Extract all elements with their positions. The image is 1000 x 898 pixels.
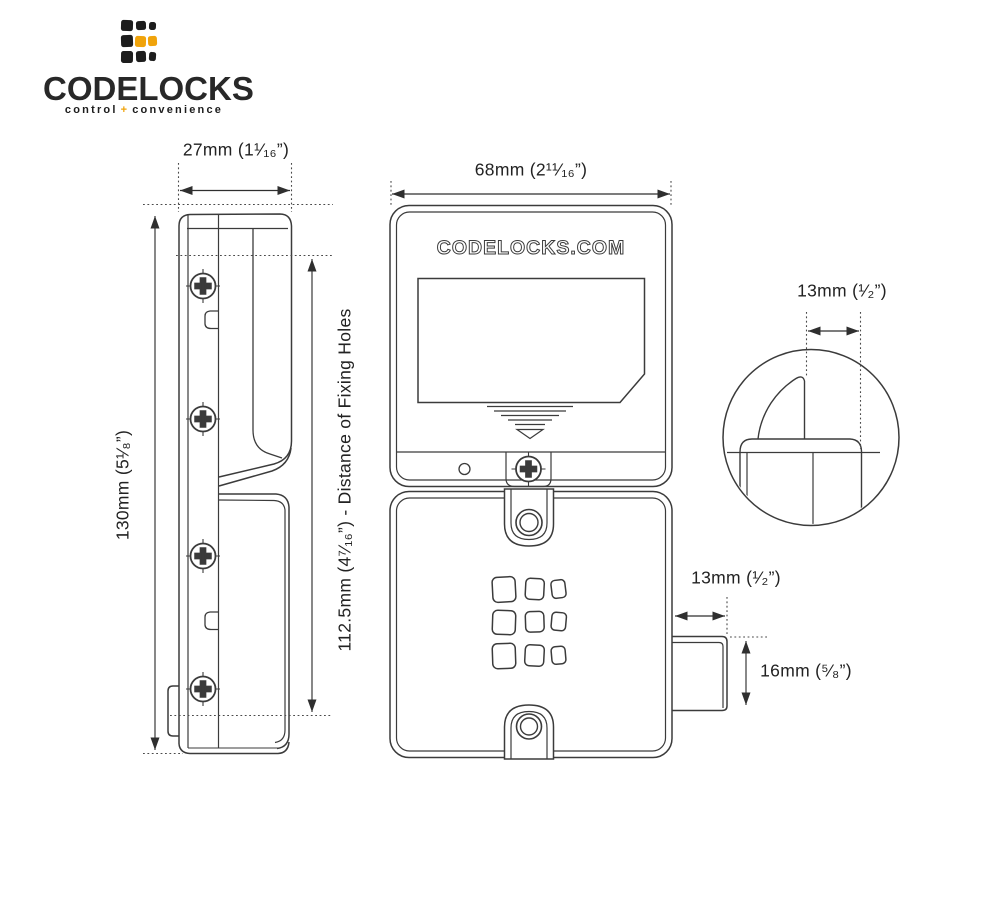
brand-tagline: control+convenience [44, 104, 244, 116]
side-clip [204, 310, 219, 330]
dim-label-front-width: 68mm (2¹¹⁄₁₆”) [474, 159, 588, 180]
side-latch-bolt [167, 685, 179, 737]
tagline-plus: + [120, 104, 130, 116]
brand-name: CODELOCKS [43, 70, 254, 107]
bottom-fixing-hole [515, 713, 543, 740]
keypad-button [523, 643, 546, 668]
dim-label-latch-height: 16mm (⁵⁄₈”) [760, 660, 852, 681]
dim-label-fixing-holes: 112.5mm (4⁷⁄₁₆”) - Distance of Fixing Ho… [334, 308, 355, 652]
keypad-button [550, 645, 567, 665]
dim-label-side-height: 130mm (5¹⁄₈”) [112, 429, 133, 541]
keypad [491, 575, 568, 670]
latch-detail-circle [722, 348, 900, 527]
keypad-button [550, 578, 567, 600]
speaker-chevrons [487, 405, 573, 440]
keypad-button [491, 642, 517, 670]
led-indicator [458, 462, 471, 476]
keypad-button [550, 611, 568, 632]
keypad-button [524, 577, 546, 601]
keypad-button [491, 575, 517, 604]
tagline-left: control [64, 104, 118, 116]
fixing-hole-crosshair [185, 268, 221, 304]
extension-lines [143, 163, 862, 755]
dimension-lines [150, 185, 859, 750]
dim-label-latch-projection: 13mm (¹⁄₂”) [691, 567, 781, 588]
top-fixing-hole [515, 508, 543, 537]
fixing-hole-crosshair [185, 671, 221, 707]
display-window [417, 277, 646, 404]
latch-bolt [672, 635, 728, 712]
front-view [389, 204, 728, 760]
tagline-right: convenience [132, 104, 224, 116]
top-fixing-tab [503, 488, 555, 547]
keypad-button [491, 609, 517, 636]
bottom-fixing-tab [503, 704, 555, 760]
side-clip [204, 611, 219, 631]
center-screw-crosshair [510, 451, 547, 487]
side-view [167, 213, 293, 755]
latch-fin [757, 376, 806, 440]
keypad-button [524, 610, 545, 633]
front-brand-url: CODELOCKS.COM [437, 237, 626, 259]
dim-label-side-width: 27mm (1¹⁄₁₆”) [182, 139, 290, 160]
fixing-hole-crosshair [185, 538, 221, 574]
dim-label-latch-detail: 13mm (¹⁄₂”) [797, 280, 887, 301]
fixing-hole-crosshair [185, 401, 221, 437]
